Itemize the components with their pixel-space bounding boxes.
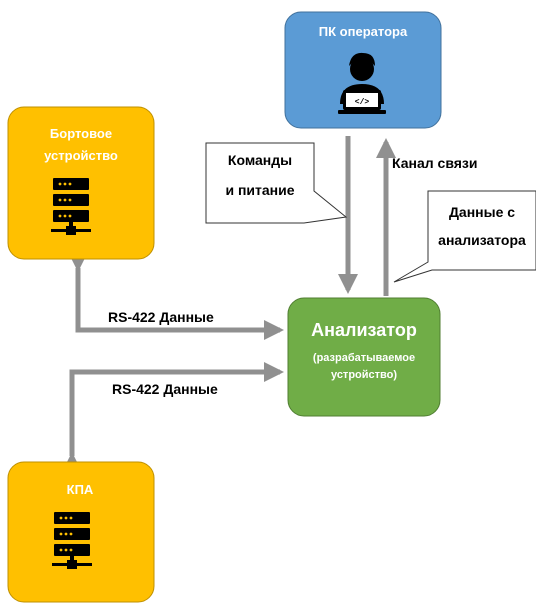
onboard-device-node: Бортовое устройство [7, 106, 155, 260]
analyzer-sub-line1: (разрабатываемое [313, 352, 415, 364]
onboard-device-label-line2: устройство [44, 148, 118, 163]
onboard-device-label-line1: Бортовое [50, 126, 112, 141]
analyzer-label: Анализатор [311, 320, 417, 340]
onboard-analyzer-arrow [68, 251, 284, 340]
code-glyph: </> [355, 98, 370, 107]
operator-pc-node: ПК оператора </> [284, 11, 442, 129]
person-laptop-icon [338, 52, 386, 114]
server-rack-icon [52, 512, 92, 569]
analyzer-node: Анализатор (разрабатываемое устройство) [287, 297, 441, 417]
analyzer-data-callout: Данные с анализатора [393, 190, 536, 283]
commands-power-line1: Команды [228, 152, 292, 168]
kpa-label: КПА [67, 482, 94, 497]
analyzer-data-line1: Данные с [449, 204, 515, 220]
connectors [62, 136, 396, 473]
kpa-node: КПА [7, 461, 155, 603]
analyzer-data-line2: анализатора [438, 232, 526, 248]
operator-pc-label: ПК оператора [319, 24, 408, 39]
analyzer-sub-line2: устройство) [331, 369, 397, 381]
server-rack-icon [51, 178, 91, 235]
kpa-rs422-label: RS-422 Данные [112, 381, 218, 397]
kpa-analyzer-arrow [62, 362, 284, 473]
commands-power-callout: Команды и питание [205, 142, 348, 224]
commands-power-line2: и питание [225, 182, 294, 198]
channel-label: Канал связи [392, 155, 477, 171]
onboard-rs422-label: RS-422 Данные [108, 309, 214, 325]
